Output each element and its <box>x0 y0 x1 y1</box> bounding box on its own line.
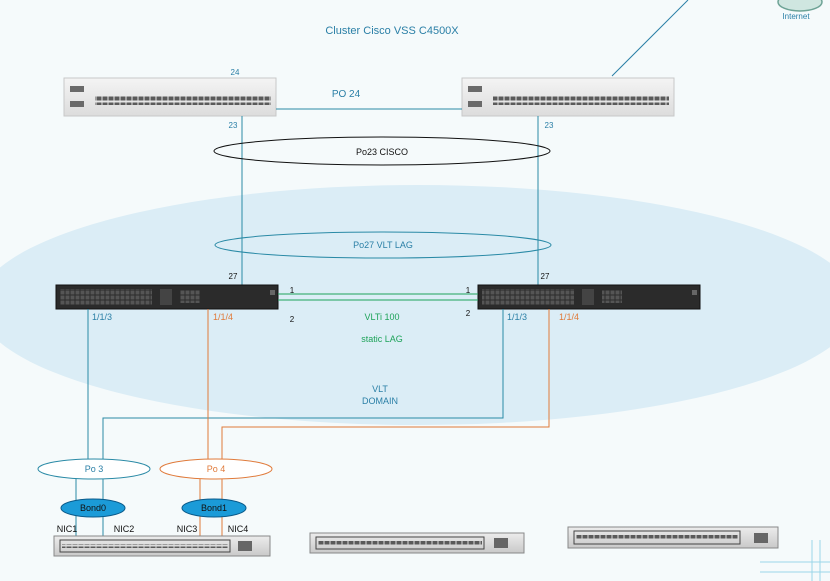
vlt-domain-label-2: DOMAIN <box>362 396 398 406</box>
vlti-label: VLTi 100 <box>364 312 399 322</box>
po27-label: Po27 VLT LAG <box>353 240 413 250</box>
po23-label: Po23 CISCO <box>356 147 408 157</box>
bond0[interactable] <box>60 498 126 518</box>
po23-cisco-lag <box>213 136 551 166</box>
downlink-right-1-1-4 <box>221 309 550 462</box>
bond0-label: Bond0 <box>80 503 106 513</box>
vlt-right-port-27: 27 <box>541 272 550 281</box>
vlt-left-port-1-1-4: 1/1/4 <box>213 312 233 322</box>
vlt-left-link-1: 1 <box>290 286 295 295</box>
nic3-label: NIC3 <box>177 524 198 534</box>
vlt-right-link-1: 1 <box>466 286 471 295</box>
nic1-label: NIC1 <box>57 524 78 534</box>
cisco-switch-right[interactable] <box>461 77 675 117</box>
internet-link <box>611 0 689 77</box>
nic4-label: NIC4 <box>228 524 249 534</box>
cisco-left-port-23: 23 <box>229 121 238 130</box>
vlt-left-port-27: 27 <box>229 272 238 281</box>
vlt-right-link-2: 2 <box>466 309 471 318</box>
po24-label: PO 24 <box>332 89 361 100</box>
po3-lag <box>37 458 151 480</box>
cisco-right-port-23: 23 <box>545 121 554 130</box>
po4-label: Po 4 <box>207 464 226 474</box>
server-3[interactable] <box>567 526 779 549</box>
po4-lag <box>159 458 273 480</box>
cisco-left-port-24: 24 <box>231 68 240 77</box>
vlt-domain-label-1: VLT <box>372 384 388 394</box>
vlt-switch-left[interactable] <box>55 284 279 310</box>
static-lag-label: static LAG <box>361 334 403 344</box>
diagram-title: Cluster Cisco VSS C4500X <box>325 25 459 37</box>
server-1[interactable] <box>53 535 271 557</box>
cisco-switch-left[interactable] <box>63 77 277 117</box>
bond1[interactable] <box>181 498 247 518</box>
po3-label: Po 3 <box>85 464 104 474</box>
server-2[interactable] <box>309 532 525 554</box>
vlt-right-port-1-1-4: 1/1/4 <box>559 312 579 322</box>
vlt-left-link-2: 2 <box>290 315 295 324</box>
vlt-right-port-1-1-3: 1/1/3 <box>507 312 527 322</box>
po27-vlt-lag <box>214 231 552 259</box>
vlt-switch-right[interactable] <box>477 284 701 310</box>
vlt-left-port-1-1-3: 1/1/3 <box>92 312 112 322</box>
internet-cloud-icon <box>777 0 823 12</box>
downlink-right-1-1-3 <box>102 309 504 462</box>
bond1-label: Bond1 <box>201 503 227 513</box>
internet-label: Internet <box>782 12 810 21</box>
nic2-label: NIC2 <box>114 524 135 534</box>
corner-grid-decoration <box>760 540 830 581</box>
